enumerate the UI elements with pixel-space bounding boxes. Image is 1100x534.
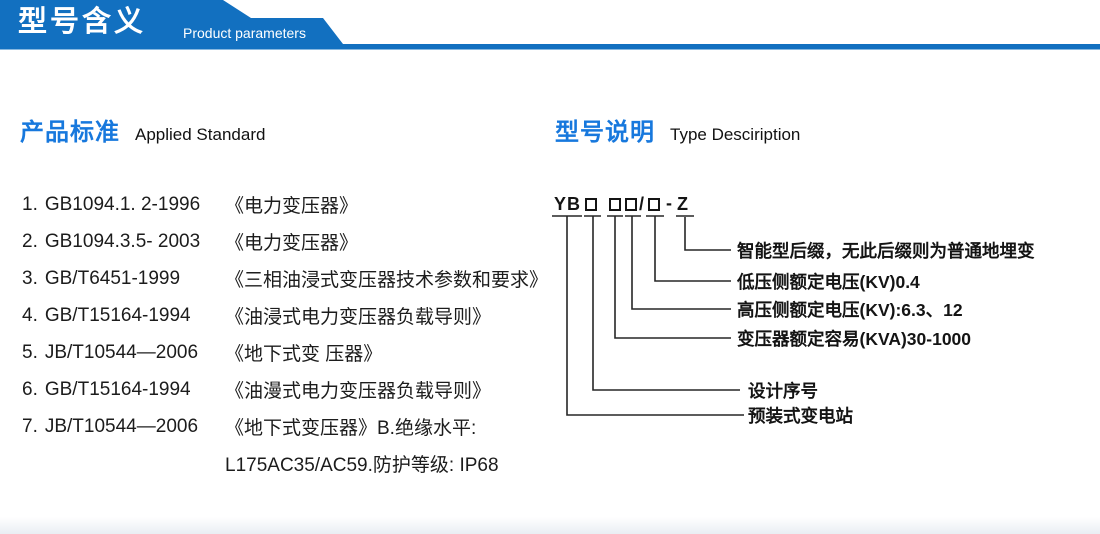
model-code-box-3 bbox=[625, 198, 637, 211]
standard-title: 《地下式变 压器》 bbox=[225, 344, 383, 365]
standard-row-7: 7. JB/T10544—2006 《地下式变压器》B.绝缘水平: bbox=[22, 408, 542, 445]
standard-number: 2. bbox=[22, 230, 38, 252]
type-description-heading-cn: 型号说明 bbox=[555, 119, 655, 146]
legend-smart-suffix: 智能型后缀，无此后缀则为普通地埋变 bbox=[737, 241, 1035, 261]
banner-polygon bbox=[0, 0, 1100, 50]
leader-prefab-substation bbox=[566, 216, 744, 416]
legend-design-serial: 设计序号 bbox=[748, 381, 818, 401]
applied-standard-heading-en: Applied Standard bbox=[135, 125, 266, 144]
standard-code: GB/T15164-1994 bbox=[44, 304, 191, 326]
header-banner-shape bbox=[0, 0, 1100, 50]
standard-row-6: 6. GB/T15164-1994 《油漫式电力变压器负载导则》 bbox=[22, 371, 542, 408]
standard-title: 《油浸式电力变压器负载导则》 bbox=[225, 307, 492, 328]
standard-title: L175AC35/AC59.防护等级: IP68 bbox=[225, 455, 499, 476]
standard-number: 6. bbox=[22, 378, 38, 400]
leader-smart-suffix bbox=[684, 217, 731, 251]
model-code-prefix: YB bbox=[554, 194, 582, 214]
standard-number: 5. bbox=[22, 341, 38, 363]
standard-row-2: 2. GB1094.3.5- 2003 《电力变压器》 bbox=[22, 223, 542, 260]
model-code-dash: - bbox=[666, 193, 672, 213]
standards-list: 1. GB1094.1. 2-1996 《电力变压器》 2. GB1094.3.5-… bbox=[22, 186, 548, 482]
standard-code: JB/T10544—2006 bbox=[44, 415, 199, 437]
legend-rated-capacity: 变压器额定容易(KVA)30-1000 bbox=[737, 329, 972, 349]
standard-title: 《电力变压器》 bbox=[225, 196, 359, 217]
leader-high-voltage bbox=[631, 216, 731, 310]
model-code-slash: / bbox=[639, 194, 645, 214]
type-description-heading-en: Type Desciription bbox=[670, 125, 801, 144]
standard-code: GB1094.3.5- 2003 bbox=[44, 230, 201, 252]
model-code-box-2 bbox=[609, 198, 621, 211]
model-code-box-4 bbox=[648, 198, 660, 211]
standard-code: GB1094.1. 2-1996 bbox=[44, 193, 201, 215]
standard-number: 3. bbox=[22, 267, 38, 289]
leader-low-voltage bbox=[654, 216, 731, 282]
standard-row-3: 3. GB/T6451-1999 《三相油浸式变压器技术参数和要求》 bbox=[22, 260, 548, 297]
leader-rated-capacity bbox=[614, 216, 731, 339]
standard-code: GB/T6451-1999 bbox=[44, 267, 181, 289]
standard-code: JB/T10544—2006 bbox=[44, 341, 199, 363]
leader-design-serial bbox=[592, 216, 740, 391]
bottom-gradient-strip bbox=[0, 517, 1100, 534]
legend-prefab-substation: 预装式变电站 bbox=[748, 406, 853, 426]
standard-title: 《三相油浸式变压器技术参数和要求》 bbox=[225, 270, 549, 291]
page-subtitle: Product parameters bbox=[183, 25, 306, 41]
legend-high-voltage: 高压侧额定电压(KV):6.3、12 bbox=[737, 300, 963, 320]
standard-title: 《电力变压器》 bbox=[225, 233, 359, 254]
model-code-suffix: Z bbox=[677, 194, 688, 214]
legend-low-voltage: 低压侧额定电压(KV)0.4 bbox=[737, 272, 920, 292]
model-code-box-1 bbox=[585, 198, 597, 211]
standard-number: 7. bbox=[22, 415, 38, 437]
type-description-heading: 型号说明 Type Desciription bbox=[555, 112, 800, 147]
standard-number: 4. bbox=[22, 304, 38, 326]
standard-row-5: 5. JB/T10544—2006 《地下式变 压器》 bbox=[22, 334, 542, 371]
page-title: 型号含义 bbox=[18, 6, 147, 38]
standard-row-1: 1. GB1094.1. 2-1996 《电力变压器》 bbox=[22, 186, 542, 223]
applied-standard-heading-cn: 产品标准 bbox=[20, 119, 120, 146]
standard-row-8: L175AC35/AC59.防护等级: IP68 bbox=[22, 445, 542, 482]
standard-number: 1. bbox=[22, 193, 38, 215]
standard-title: 《地下式变压器》B.绝缘水平: bbox=[225, 418, 477, 439]
standard-row-4: 4. GB/T15164-1994 《油浸式电力变压器负载导则》 bbox=[22, 297, 542, 334]
applied-standard-heading: 产品标准 Applied Standard bbox=[20, 112, 265, 147]
standard-title: 《油漫式电力变压器负载导则》 bbox=[225, 381, 492, 402]
standard-code: GB/T15164-1994 bbox=[44, 378, 191, 400]
